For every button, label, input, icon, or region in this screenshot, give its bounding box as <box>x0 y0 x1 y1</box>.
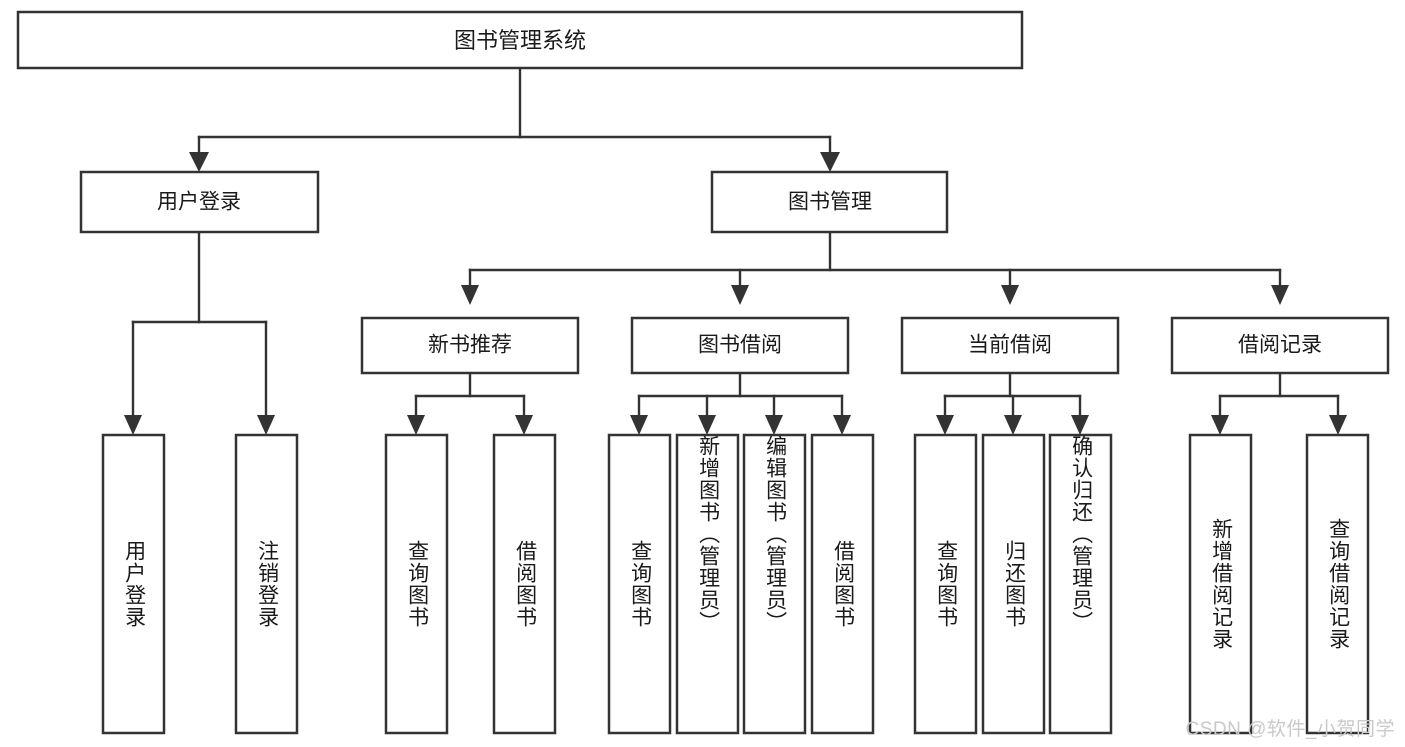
arrowhead-book-management <box>820 152 840 172</box>
node-book-borrow-label: 图书借阅 <box>698 334 782 357</box>
node-leaf-add-book-box[interactable] <box>675 433 740 735</box>
csdn-watermark: CSDN @软件_小贺同学 <box>1185 719 1395 740</box>
arrowhead-leaf-add-record <box>1211 415 1229 435</box>
node-leaf-borrow-book-1-box[interactable] <box>492 433 557 735</box>
node-leaf-add-record-box[interactable] <box>1188 433 1253 735</box>
arrowhead-leaf-edit-book <box>765 415 783 435</box>
arrowhead-current-borrow <box>1001 285 1019 305</box>
arrowhead-leaf-user-login <box>124 415 142 435</box>
arrowhead-leaf-confirm-return <box>1071 415 1089 435</box>
node-root[interactable]: 图书管理系统 <box>16 10 1024 70</box>
node-leaf-return-book-box[interactable] <box>981 433 1046 735</box>
arrowhead-leaf-logout <box>257 415 275 435</box>
node-book-borrow[interactable]: 图书借阅 <box>630 316 850 375</box>
arrowhead-book-borrow <box>731 285 749 305</box>
node-leaf-query-record-box[interactable] <box>1305 433 1370 735</box>
node-leaf-borrow-book-2-box[interactable] <box>810 433 875 735</box>
node-leaf-query-book-3-box[interactable] <box>913 433 978 735</box>
node-root-box[interactable] <box>16 10 1024 70</box>
node-book-borrow-box[interactable] <box>630 316 850 375</box>
node-leaf-confirm-return-box[interactable] <box>1048 433 1113 735</box>
arrowhead-leaf-borrow-book-1 <box>515 415 533 435</box>
arrowhead-borrow-record <box>1271 285 1289 305</box>
node-user-login[interactable]: 用户登录 <box>79 170 320 234</box>
node-leaf-edit-book-box[interactable] <box>742 433 807 735</box>
arrowhead-leaf-query-book-3 <box>936 415 954 435</box>
arrowhead-leaf-borrow-book-2 <box>833 415 851 435</box>
node-current-borrow[interactable]: 当前借阅 <box>900 316 1120 375</box>
node-new-book-recommend-label: 新书推荐 <box>428 334 512 357</box>
node-current-borrow-label: 当前借阅 <box>968 334 1052 357</box>
node-book-management[interactable]: 图书管理 <box>710 170 949 234</box>
arrowhead-leaf-query-book-2 <box>630 415 648 435</box>
arrowhead-leaf-return-book <box>1004 415 1022 435</box>
arrowhead-new-book-recommend <box>461 285 479 305</box>
node-book-management-label: 图书管理 <box>788 191 872 214</box>
node-leaf-query-book-1-box[interactable] <box>384 433 449 735</box>
arrowhead-leaf-add-book <box>698 415 716 435</box>
arrowhead-leaf-query-record <box>1329 415 1347 435</box>
node-leaf-user-login-box[interactable] <box>101 433 166 735</box>
node-borrow-record[interactable]: 借阅记录 <box>1170 316 1390 375</box>
node-new-book-recommend-box[interactable] <box>360 316 580 375</box>
node-leaf-logout-box[interactable] <box>234 433 299 735</box>
arrowhead-user-login <box>189 152 209 172</box>
node-root-label: 图书管理系统 <box>454 28 586 53</box>
node-borrow-record-label: 借阅记录 <box>1238 334 1322 357</box>
node-user-login-label: 用户登录 <box>157 191 241 214</box>
leaf-box-layer <box>101 433 1370 735</box>
connector-layer <box>131 66 1340 417</box>
node-leaf-query-book-2-box[interactable] <box>607 433 672 735</box>
node-book-management-box[interactable] <box>710 170 949 234</box>
node-current-borrow-box[interactable] <box>900 316 1120 375</box>
node-new-book-recommend[interactable]: 新书推荐 <box>360 316 580 375</box>
node-user-login-box[interactable] <box>79 170 320 234</box>
node-borrow-record-box[interactable] <box>1170 316 1390 375</box>
arrowhead-layer <box>124 152 1347 435</box>
arrowhead-leaf-query-book-1 <box>407 415 425 435</box>
